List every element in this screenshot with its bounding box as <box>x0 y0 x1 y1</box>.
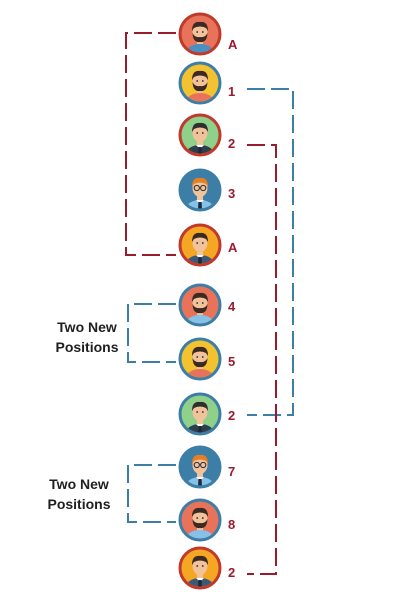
node-label: A <box>228 240 238 255</box>
node-label: 4 <box>228 299 236 314</box>
connector-2-to-2 <box>247 144 277 575</box>
node-label: 3 <box>228 186 235 201</box>
side-label-1-line-2: Positions <box>55 339 118 355</box>
person-avatar-icon <box>178 337 222 381</box>
node-label: 2 <box>228 565 235 580</box>
side-label-1-line-1: Two New <box>57 319 117 335</box>
side-label-2-line-2: Positions <box>47 496 110 512</box>
node-labels: A 1 2 3 A 4 5 2 7 8 2 <box>228 37 238 580</box>
person-avatar-icon <box>178 61 222 105</box>
node-label: A <box>228 37 238 52</box>
side-label-1: Two New Positions <box>55 319 118 355</box>
person-avatar-icon <box>178 392 222 436</box>
person-avatar-icon <box>178 12 222 56</box>
node-label: 8 <box>228 517 235 532</box>
node-label: 2 <box>228 408 235 423</box>
bracket-two-new-positions-1 <box>127 303 176 363</box>
connector-a-to-a <box>125 32 176 256</box>
person-avatar-icon <box>178 223 222 267</box>
connector-1-to-2 <box>247 88 294 416</box>
person-avatar-icon <box>178 283 222 327</box>
person-avatar-icon <box>178 113 222 157</box>
side-label-2: Two New Positions <box>47 476 110 512</box>
person-avatar-icon <box>178 168 222 212</box>
bracket-two-new-positions-2 <box>127 464 176 523</box>
node-label: 7 <box>228 464 235 479</box>
side-label-2-line-1: Two New <box>49 476 109 492</box>
person-avatar-icon <box>178 546 222 590</box>
person-avatar-icon <box>178 498 222 542</box>
connectors <box>125 32 294 575</box>
node-label: 1 <box>228 84 235 99</box>
node-label: 5 <box>228 354 235 369</box>
node-label: 2 <box>228 136 235 151</box>
person-avatar-icon <box>178 445 222 489</box>
avatars <box>178 12 222 590</box>
